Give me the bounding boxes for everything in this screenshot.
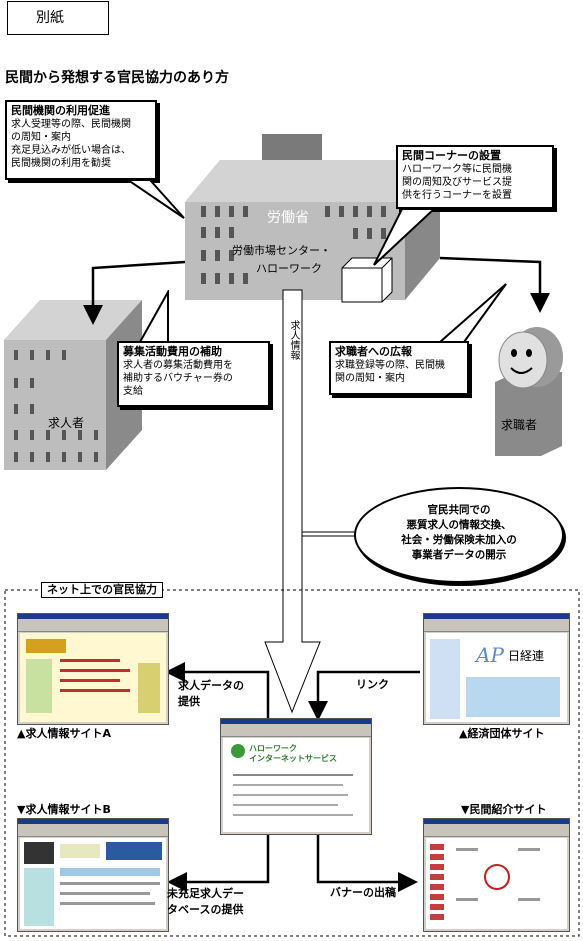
jobseeker-label: 求職者 bbox=[501, 418, 538, 432]
callout-line: 関の周知及びサービス提 bbox=[402, 177, 512, 188]
job-site-a-screenshot[interactable] bbox=[17, 613, 169, 725]
callout-line: 充足見込みが低い場合は、 bbox=[11, 145, 131, 156]
private-agency-label: ▼民間紹介サイト bbox=[461, 803, 547, 816]
callout-private-corner: 民間コーナーの設置 ハローワーク等に民間機 関の周知及びサービス提 供を行うコー… bbox=[396, 145, 554, 209]
ministry-name: 労働省 bbox=[267, 210, 309, 226]
info-exchange-line: 社会・労働保険未加入の bbox=[401, 534, 517, 546]
job-data-arrow-label: 求人データの 提供 bbox=[178, 678, 244, 710]
callout-private-use: 民間機関の利用促進 求人受理等の際、民間機関 の周知・案内 充足見込みが低い場合… bbox=[5, 100, 157, 180]
job-info-flow-label: 求人情報 bbox=[288, 320, 299, 360]
callout-pointer bbox=[437, 283, 507, 343]
callout-title: 求職者への広報 bbox=[335, 345, 412, 358]
callout-line: 民間機関の利用を勧奨 bbox=[11, 158, 111, 169]
info-exchange-line: 事業者データの開示 bbox=[411, 549, 507, 561]
economic-org-label: ▲経済団体サイト bbox=[459, 727, 545, 740]
callout-line: 求人者の募集活動費用を bbox=[123, 360, 233, 371]
job-info-hollow-arrow bbox=[264, 289, 321, 714]
job-site-a-label: ▲求人情報サイトA bbox=[17, 727, 111, 740]
arrow-label-line: タベースの提供 bbox=[167, 903, 244, 916]
arrow-label-line: 未充足求人デー bbox=[167, 887, 244, 900]
callout-line: 補助するバウチャー券の bbox=[123, 373, 233, 384]
info-exchange-ellipse: 官民共同での 悪質求人の情報交換、 社会・労働保険未加入の 事業者データの開示 bbox=[354, 487, 564, 583]
job-site-b-screenshot[interactable] bbox=[17, 818, 169, 932]
net-section-title: ネット上での官民協力 bbox=[41, 582, 163, 598]
ministry-office-line2: ハローワーク bbox=[256, 262, 322, 275]
callout-title: 募集活動費用の補助 bbox=[123, 345, 222, 358]
unfilled-db-arrow-label: 未充足求人デー タベースの提供 bbox=[167, 886, 244, 918]
callout-line: 支給 bbox=[123, 386, 143, 397]
jobseeker-figure bbox=[495, 327, 563, 456]
arrow-label-line: 提供 bbox=[178, 695, 200, 708]
net-section-border bbox=[4, 589, 580, 937]
banner-arrow-label: バナーの出稿 bbox=[330, 886, 396, 899]
ministry-building bbox=[185, 134, 440, 303]
callout-line: 求人受理等の際、民間機関 bbox=[11, 119, 131, 130]
hello-work-title-line1: ハローワーク bbox=[249, 744, 297, 753]
attachment-label: 別紙 bbox=[7, 1, 109, 35]
private-agency-screenshot[interactable] bbox=[423, 818, 570, 932]
employer-label: 求人者 bbox=[48, 416, 85, 430]
economic-org-screenshot[interactable]: AP 日経連 bbox=[423, 613, 570, 725]
info-exchange-line: 官民共同での bbox=[427, 504, 491, 516]
flow-arrows bbox=[83, 256, 550, 325]
callout-line: 供を行うコーナーを設置 bbox=[402, 190, 512, 201]
ministry-office-line1: 労働市場センター・ bbox=[232, 244, 331, 257]
callout-pointer bbox=[126, 180, 185, 219]
callout-line: ハローワーク等に民間機 bbox=[402, 164, 512, 175]
callout-pointer bbox=[373, 209, 436, 266]
callout-line: の周知・案内 bbox=[11, 132, 71, 143]
arrow-label-line: 求人データの bbox=[178, 679, 244, 692]
hello-work-screenshot[interactable]: ハローワーク インターネットサービス bbox=[220, 718, 372, 835]
economic-site-logo: 日経連 bbox=[508, 649, 545, 663]
callout-jobseeker-pr: 求職者への広報 求職登録等の際、民間機 関の周知・案内 bbox=[329, 341, 469, 395]
callout-title: 民間機関の利用促進 bbox=[11, 104, 110, 117]
net-arrows bbox=[165, 662, 420, 892]
callout-pointer bbox=[138, 290, 169, 343]
job-site-b-label: ▼求人情報サイトB bbox=[17, 803, 111, 816]
hello-work-title-line2: インターネットサービス bbox=[249, 754, 337, 763]
callout-recruit-subsidy: 募集活動費用の補助 求人者の募集活動費用を 補助するバウチャー券の 支給 bbox=[117, 341, 270, 407]
page-title: 民間から発想する官民協力のあり方 bbox=[5, 70, 229, 86]
link-arrow-label: リンク bbox=[356, 678, 389, 691]
callout-title: 民間コーナーの設置 bbox=[402, 149, 501, 162]
info-exchange-line: 悪質求人の情報交換、 bbox=[406, 519, 512, 531]
callout-line: 関の周知・案内 bbox=[335, 373, 405, 384]
info-exchange-connector bbox=[302, 531, 360, 537]
callout-line: 求職登録等の際、民間機 bbox=[335, 360, 445, 371]
